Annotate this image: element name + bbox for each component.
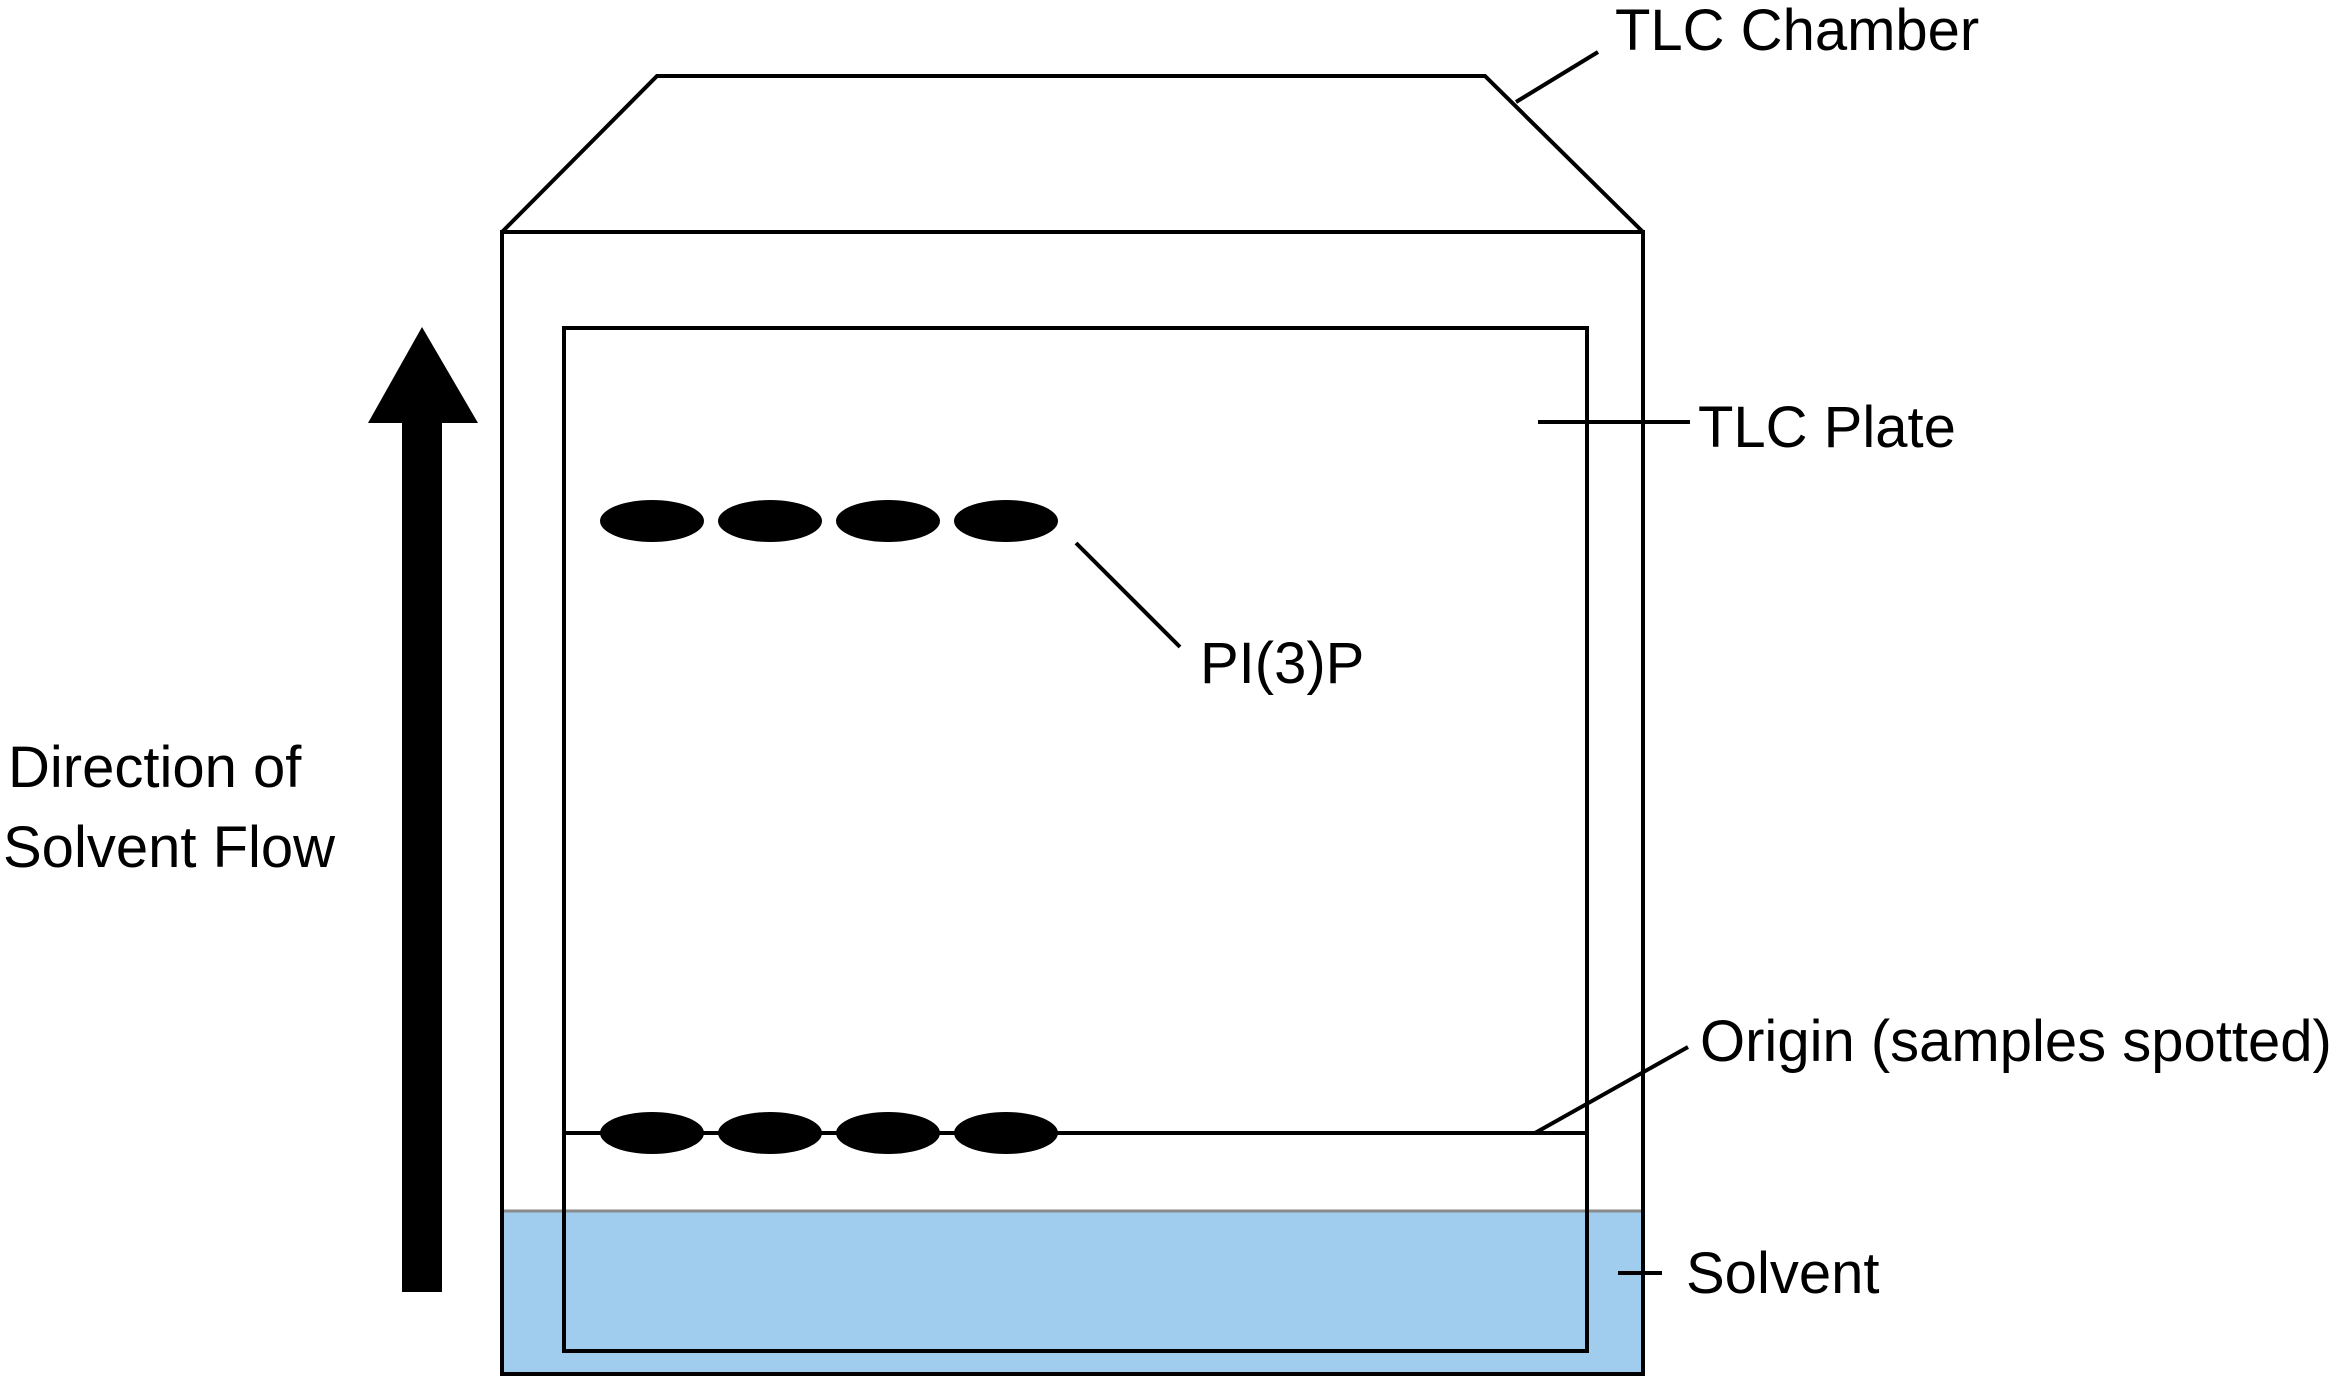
origin-spot	[600, 1112, 704, 1154]
solvent-label: Solvent	[1686, 1241, 1879, 1306]
chamber-leader	[1514, 50, 1600, 104]
chamber-body	[500, 230, 1645, 1376]
direction-label-line2: Solvent Flow	[3, 815, 336, 880]
chamber-lid	[500, 74, 1645, 234]
origin-spot	[954, 1112, 1058, 1154]
pi3p-leader	[1074, 541, 1182, 649]
migrated-spot	[600, 500, 704, 542]
direction-arrow-head	[368, 327, 478, 423]
pi3p-label: PI(3)P	[1200, 631, 1364, 696]
migrated-spots	[600, 500, 1058, 542]
migrated-spot	[954, 500, 1058, 542]
direction-arrow	[368, 327, 478, 1292]
chamber-label: TLC Chamber	[1615, 0, 1979, 63]
direction-arrow-shaft	[402, 420, 442, 1292]
tlc-plate	[562, 326, 1589, 1353]
solvent-pool	[500, 1209, 1645, 1376]
plate-label: TLC Plate	[1698, 395, 1956, 460]
migrated-spot	[836, 500, 940, 542]
origin-spots	[600, 1112, 1058, 1154]
origin-leader	[1534, 1045, 1689, 1135]
migrated-spot	[718, 500, 822, 542]
origin-label: Origin (samples spotted)	[1700, 1009, 2332, 1074]
origin-spot	[836, 1112, 940, 1154]
origin-spot	[718, 1112, 822, 1154]
direction-label-line1: Direction of	[8, 735, 302, 800]
